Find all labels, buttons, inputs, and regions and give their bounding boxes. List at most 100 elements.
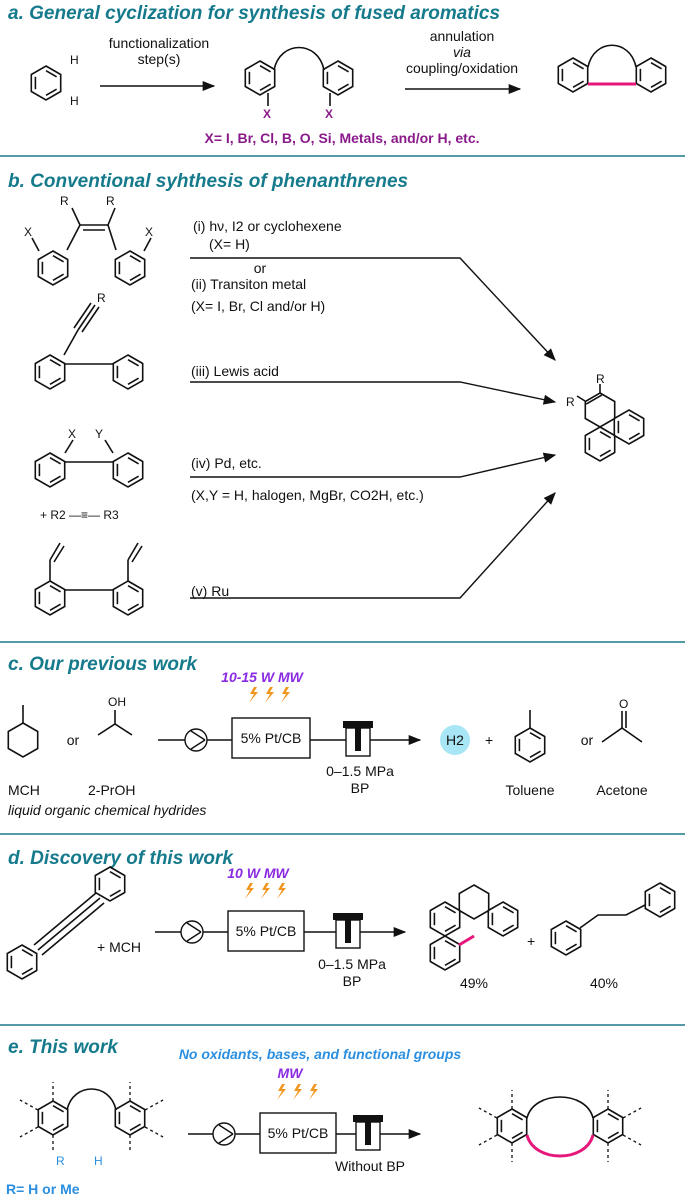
mch-structure xyxy=(7,705,39,758)
plus-c: + xyxy=(485,732,493,748)
r-label-product-2: R xyxy=(566,395,575,409)
or-2: or xyxy=(581,732,594,748)
this-work-product xyxy=(478,1090,642,1162)
arrow1-line2: step(s) xyxy=(138,51,181,67)
reactor-c xyxy=(231,717,311,759)
microwave-icon-e xyxy=(277,1084,318,1100)
acetone-label: Acetone xyxy=(596,782,648,798)
fused-product xyxy=(557,44,667,93)
y-label: Y xyxy=(95,427,103,441)
section-c: c. Our previous work or OH MCH 2-PrOH li… xyxy=(7,654,648,818)
o-label: O xyxy=(619,697,628,711)
reactor-d xyxy=(227,910,305,952)
section-d: d. Discovery of this work + MCH 10 W MW … xyxy=(6,848,676,991)
section-e-title: e. This work xyxy=(8,1037,119,1058)
h-label-e: H xyxy=(94,1154,103,1168)
tagline: No oxidants, bases, and functional group… xyxy=(179,1046,462,1062)
condition-iii: (iii) Lewis acid xyxy=(191,363,279,379)
pressure-c: 0–1.5 MPa xyxy=(326,763,394,779)
condition-i-x: (X= H) xyxy=(209,236,250,252)
back-pressure-regulator-icon-e xyxy=(352,1114,384,1151)
bp-d: BP xyxy=(343,973,362,989)
microwave-icon-c xyxy=(249,687,290,703)
x-label-3: X xyxy=(68,427,76,441)
arrow2-line3: coupling/oxidation xyxy=(406,60,518,76)
condition-ii-x: (X= I, Br, Cl and/or H) xyxy=(191,298,325,314)
x-label-2: X xyxy=(145,225,153,239)
section-a-title: a. General cyclization for synthesis of … xyxy=(8,3,500,24)
phenanthrene-product xyxy=(576,384,645,462)
r-label-1: R xyxy=(60,194,69,208)
pump-icon-c xyxy=(184,728,208,752)
power-c: 10-15 W MW xyxy=(221,669,304,685)
new-bond-pink-d xyxy=(458,934,475,947)
back-pressure-regulator-icon-c xyxy=(342,720,374,757)
section-a: a. General cyclization for synthesis of … xyxy=(8,3,667,146)
benzene-start xyxy=(30,65,62,101)
section-b-title: b. Conventional syhthesis of phenanthren… xyxy=(8,171,408,192)
reactor-c-label: 5% Pt/CB xyxy=(241,730,302,746)
oh-label: OH xyxy=(108,695,126,709)
acetone-structure xyxy=(601,711,643,743)
yield-phenanthrene: 49% xyxy=(460,975,488,991)
pump-icon-e xyxy=(212,1122,236,1146)
condition-i: (i) hν, I2 or cyclohexene xyxy=(193,218,342,234)
x-definition: X= I, Br, Cl, B, O, Si, Metals, and/or H… xyxy=(204,130,479,146)
h2-glow xyxy=(440,725,470,755)
h-label-top: H xyxy=(70,53,79,67)
section-d-title: d. Discovery of this work xyxy=(8,848,234,869)
r-label-product-1: R xyxy=(596,372,605,386)
propanol-structure xyxy=(97,710,133,736)
toluene-label: Toluene xyxy=(505,782,554,798)
alkynyl-biaryl-substrate xyxy=(34,302,144,390)
toluene-structure xyxy=(514,710,546,763)
bibenzyl-structure xyxy=(550,882,676,956)
arrow-route-i-ii xyxy=(190,257,556,361)
x-label-1: X xyxy=(24,225,32,239)
pressure-d: 0–1.5 MPa xyxy=(318,956,386,972)
arrow2-line1: annulation xyxy=(430,28,495,44)
condition-ii: (ii) Transiton metal xyxy=(191,276,306,292)
stilbene-substrate xyxy=(31,207,152,286)
x-label-right: X xyxy=(325,107,333,121)
r-label-e: R xyxy=(56,1154,65,1168)
reactor-d-label: 5% Pt/CB xyxy=(236,923,297,939)
section-b: b. Conventional syhthesis of phenanthren… xyxy=(8,171,645,616)
power-e: MW xyxy=(278,1065,305,1081)
reactor-e-label: 5% Pt/CB xyxy=(268,1125,329,1141)
reactor-e xyxy=(259,1112,337,1154)
pump-icon-d xyxy=(180,920,204,944)
alkyne-reagent: + R2 —≡— R3 xyxy=(40,508,119,522)
back-pressure-regulator-icon-d xyxy=(332,912,364,949)
microwave-icon-d xyxy=(245,883,286,899)
no-bp-label: Without BP xyxy=(335,1158,405,1174)
biaryl-xy-substrate xyxy=(34,439,144,488)
section-e: e. This work No oxidants, bases, and fun… xyxy=(6,1037,642,1197)
h-label-bottom: H xyxy=(70,94,79,108)
condition-iv: (iv) Pd, etc. xyxy=(191,455,262,471)
arrow2-line2: via xyxy=(453,44,471,60)
mch-label: MCH xyxy=(8,782,40,798)
r-definition: R= H or Me xyxy=(6,1181,80,1197)
divinyl-biaryl-substrate xyxy=(34,542,144,616)
section-c-title: c. Our previous work xyxy=(8,654,198,675)
propanol-label: 2-PrOH xyxy=(88,782,135,798)
biaryl-intermediate xyxy=(244,46,354,106)
diphenylacetylene-structure xyxy=(6,866,126,980)
r-label-2: R xyxy=(106,194,115,208)
arrow-route-v xyxy=(190,492,556,599)
mch-reagent: + MCH xyxy=(97,939,141,955)
condition-iv-x: (X,Y = H, halogen, MgBr, CO2H, etc.) xyxy=(191,487,424,503)
r-label-3: R xyxy=(97,291,106,305)
phenanthrene-d xyxy=(429,884,519,971)
this-work-substrate xyxy=(19,1082,164,1152)
yield-bibenzyl: 40% xyxy=(590,975,618,991)
new-bond-pink-e xyxy=(525,1134,595,1158)
x-label-left: X xyxy=(263,107,271,121)
plus-d: + xyxy=(527,933,535,949)
bp-c: BP xyxy=(351,780,370,796)
arrow-route-iii xyxy=(190,381,557,405)
or-1: or xyxy=(67,732,80,748)
condition-v: (v) Ru xyxy=(191,583,229,599)
